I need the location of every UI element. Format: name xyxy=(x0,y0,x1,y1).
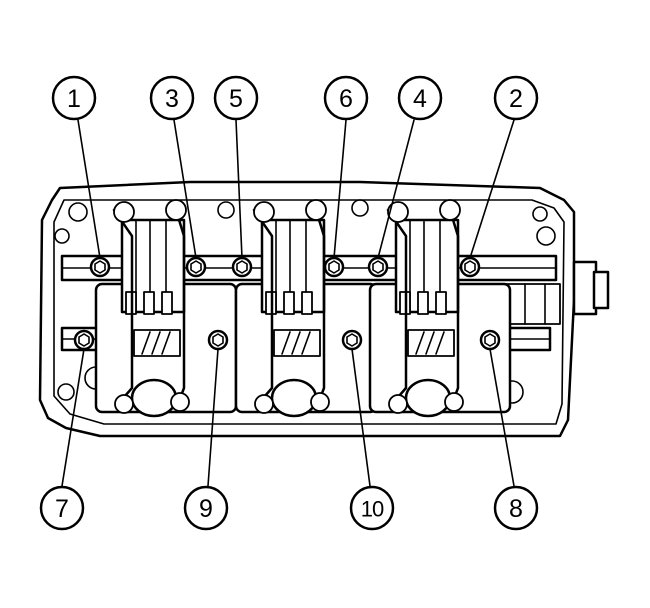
leader-lines xyxy=(61,119,515,487)
callout-8: 8 xyxy=(493,485,539,531)
callout-10: 10 xyxy=(349,485,395,531)
callout-1-label: 1 xyxy=(67,85,81,113)
bolt-7 xyxy=(73,329,95,351)
callout-10-label: 10 xyxy=(361,497,384,522)
leader-10 xyxy=(351,348,371,487)
bolt-4 xyxy=(367,256,389,278)
bolt-10 xyxy=(341,329,363,351)
callout-5: 5 xyxy=(213,75,259,121)
callout-1: 1 xyxy=(51,75,97,121)
callout-9-label: 9 xyxy=(199,495,213,523)
leader-6 xyxy=(333,119,347,259)
callout-4-label: 4 xyxy=(413,85,427,113)
callout-2: 2 xyxy=(493,75,539,121)
bolt-8 xyxy=(479,329,501,351)
leader-5 xyxy=(235,119,243,259)
callout-7-label: 7 xyxy=(55,495,69,523)
callout-8-label: 8 xyxy=(509,495,523,523)
callout-6-label: 6 xyxy=(339,85,353,113)
bolt-9 xyxy=(207,329,229,351)
callout-2-label: 2 xyxy=(509,85,523,113)
leader-8 xyxy=(489,348,515,487)
leader-3 xyxy=(173,119,197,259)
bolt-1 xyxy=(89,256,111,278)
leader-1 xyxy=(77,119,101,259)
bolt-3 xyxy=(185,256,207,278)
leader-7 xyxy=(61,348,85,487)
bolt-2 xyxy=(459,256,481,278)
rocker-assembly-3 xyxy=(368,199,512,418)
callout-4: 4 xyxy=(397,75,443,121)
rocker-assembly-2 xyxy=(234,199,378,418)
bolt-5 xyxy=(231,256,253,278)
callout-9: 9 xyxy=(183,485,229,531)
callout-6: 6 xyxy=(323,75,369,121)
callout-5-label: 5 xyxy=(229,85,243,113)
callout-3-label: 3 xyxy=(165,85,179,113)
callout-7: 7 xyxy=(39,485,85,531)
leader-9 xyxy=(207,348,219,487)
leader-2 xyxy=(469,119,515,259)
leader-4 xyxy=(377,119,415,259)
callout-3: 3 xyxy=(149,75,195,121)
rocker-assembly-1 xyxy=(94,199,238,418)
bolt-6 xyxy=(323,256,345,278)
